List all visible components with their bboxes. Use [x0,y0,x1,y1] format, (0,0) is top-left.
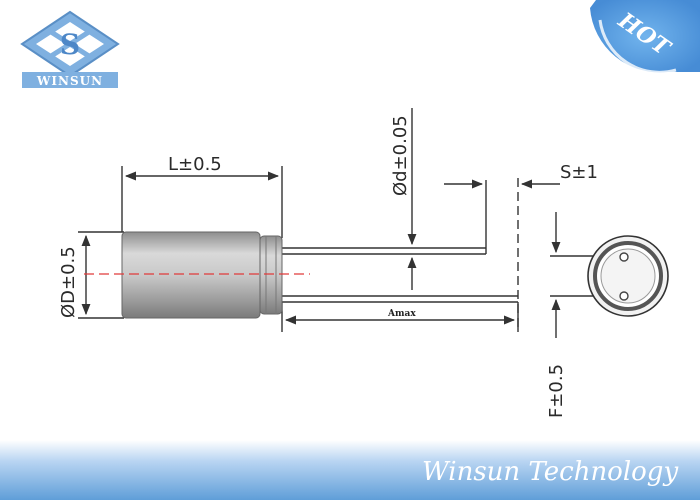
lead-hole [619,252,629,262]
lead-diameter-label: Ød±0.05 [390,115,411,196]
hot-badge: HOT [590,0,700,74]
lead-hole [619,291,629,301]
lead-spacing-label: F±0.5 [546,364,567,418]
winsun-logo: S WINSUN [12,8,124,94]
lead-length-label: Amax [387,309,416,319]
drawing-lines [78,108,608,338]
logo-letter: S [60,28,80,61]
logo-wordmark: WINSUN [36,74,103,88]
diameter-label: ØD±0.5 [58,246,79,318]
lead-offset-label: S±1 [560,162,598,183]
footer-brand: Winsun Technology [422,457,678,487]
capacitor-body [121,231,283,319]
footer-band [0,440,700,500]
length-label: L±0.5 [168,154,222,175]
end-view [587,235,669,317]
